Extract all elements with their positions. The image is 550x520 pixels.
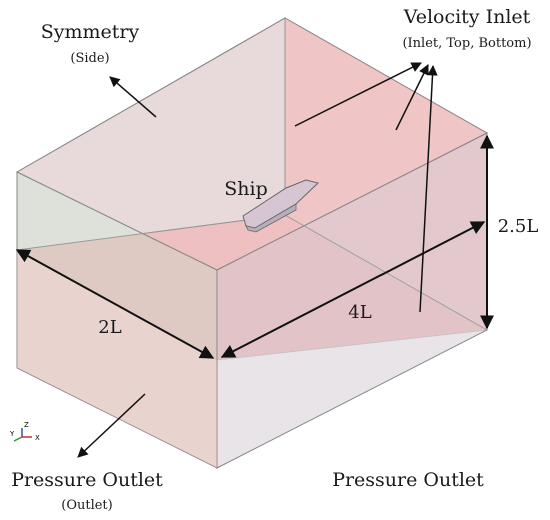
- pressure-outlet-left-label: Pressure Outlet: [11, 469, 163, 491]
- inlet-pointer-arrow-2: [395, 64, 429, 131]
- axis-triad: Z Y X: [9, 421, 40, 442]
- length-dimension-arrow: [220, 221, 486, 358]
- velocity-inlet-sub-label: (Inlet, Top, Bottom): [402, 36, 531, 51]
- axis-y-label: Y: [9, 430, 15, 438]
- inlet-pointer-arrow-3: [419, 64, 438, 313]
- velocity-inlet-label: Velocity Inlet: [403, 6, 531, 28]
- hidden-edge-3: [16, 214, 286, 251]
- symmetry-sub-label: (Side): [70, 51, 109, 66]
- axis-z-label: Z: [24, 421, 29, 429]
- outlet-pointer-arrow: [77, 393, 146, 458]
- axis-x-label: X: [35, 434, 40, 442]
- inlet-pointer-arrow-1: [294, 62, 422, 127]
- width-dimension-label: 2L: [98, 317, 121, 338]
- width-dimension-arrow: [15, 249, 215, 359]
- symmetry-label: Symmetry: [41, 21, 140, 43]
- pressure-outlet-right-label: Pressure Outlet: [332, 469, 484, 491]
- pressure-outlet-left-sub-label: (Outlet): [61, 498, 112, 513]
- length-dimension-label: 4L: [348, 302, 371, 323]
- symmetry-pointer-arrow: [109, 76, 157, 118]
- height-dimension-label: 2.5L: [498, 216, 539, 237]
- ship-label: Ship: [224, 178, 268, 200]
